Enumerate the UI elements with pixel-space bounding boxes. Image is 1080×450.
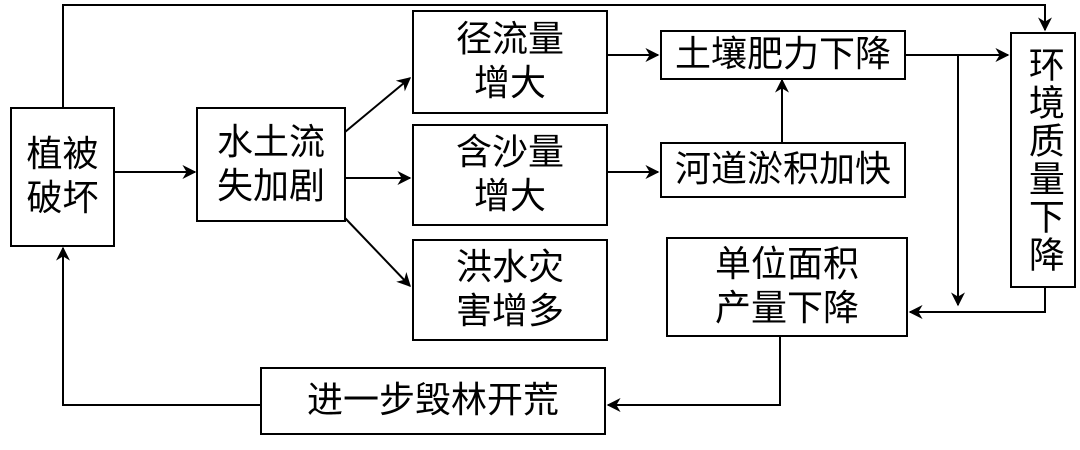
edge-deforest-to-vegetation <box>56 246 260 406</box>
node-vegetation-damage: 植被 破坏 <box>10 107 115 247</box>
node-label: 环境质量下降 <box>1022 46 1064 274</box>
node-label: 土壤肥力下降 <box>674 34 891 75</box>
node-label: 含沙量 增大 <box>455 132 564 217</box>
node-label: 植被 破坏 <box>26 134 99 219</box>
node-label: 洪水灾 害增多 <box>455 247 564 332</box>
edge-soil-loss-to-runoff <box>344 77 412 133</box>
node-runoff-increase: 径流量 增大 <box>412 10 608 114</box>
node-soil-erosion: 水土流 失加剧 <box>196 107 346 222</box>
edge-yield-to-deforest <box>606 337 781 412</box>
edge-environment-to-yield <box>908 288 1046 319</box>
node-environment-decline: 环境质量下降 <box>1010 32 1076 288</box>
node-sediment-increase: 含沙量 增大 <box>412 124 608 226</box>
node-further-deforestation: 进一步毁林开荒 <box>260 367 606 435</box>
node-label: 水土流 失加剧 <box>216 121 325 207</box>
node-river-siltation: 河道淤积加快 <box>660 142 906 198</box>
node-flood-increase: 洪水灾 害增多 <box>412 239 608 341</box>
edge-vegetation-to-environment <box>62 4 1052 108</box>
node-label: 单位面积 产量下降 <box>714 244 859 329</box>
node-yield-decline: 单位面积 产量下降 <box>666 237 908 337</box>
node-label: 进一步毁林开荒 <box>306 380 559 421</box>
edge-soil-loss-to-flood <box>344 217 411 288</box>
node-label: 径流量 增大 <box>455 19 564 104</box>
node-label: 河道淤积加快 <box>674 149 891 190</box>
node-soil-fertility-decline: 土壤肥力下降 <box>660 30 906 80</box>
